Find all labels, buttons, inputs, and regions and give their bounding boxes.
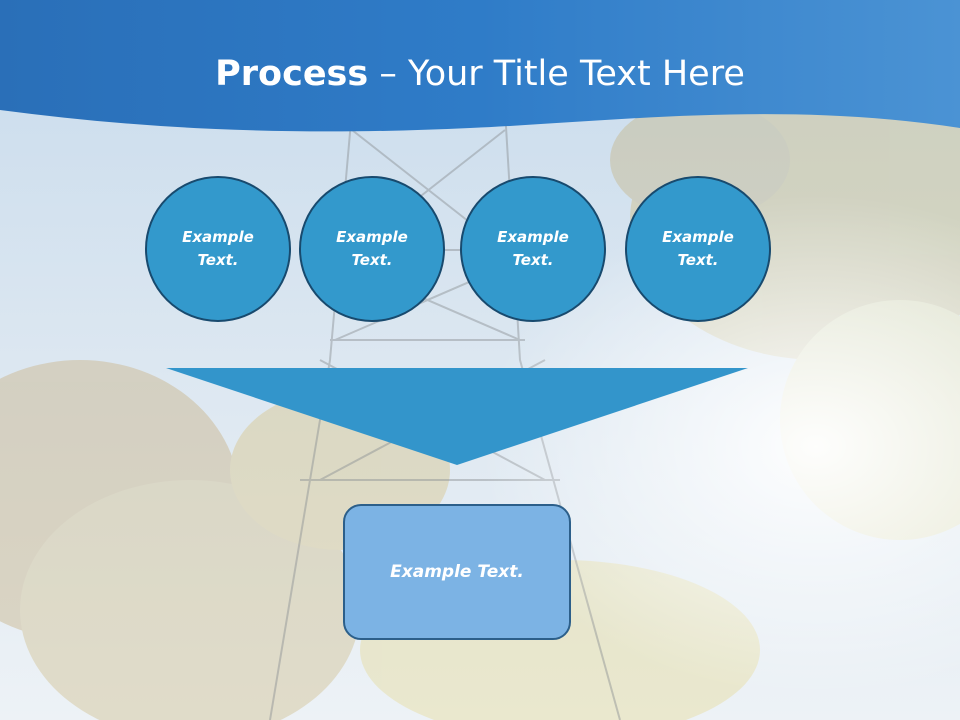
process-step-circle-4: Example Text. xyxy=(625,176,771,322)
process-step-circle-1: Example Text. xyxy=(145,176,291,322)
result-box: Example Text. xyxy=(343,504,571,640)
result-box-label: Example Text. xyxy=(390,562,524,582)
circle-label: Example Text. xyxy=(497,228,569,269)
title-rest: – Your Title Text Here xyxy=(368,54,745,94)
title-bold: Process xyxy=(215,54,369,94)
slide-title: Process – Your Title Text Here xyxy=(0,52,960,96)
header-wave xyxy=(0,0,960,132)
process-step-circle-2: Example Text. xyxy=(299,176,445,322)
circle-label: Example Text. xyxy=(182,228,254,269)
process-step-circle-3: Example Text. xyxy=(460,176,606,322)
circle-label: Example Text. xyxy=(336,228,408,269)
circle-label: Example Text. xyxy=(662,228,734,269)
